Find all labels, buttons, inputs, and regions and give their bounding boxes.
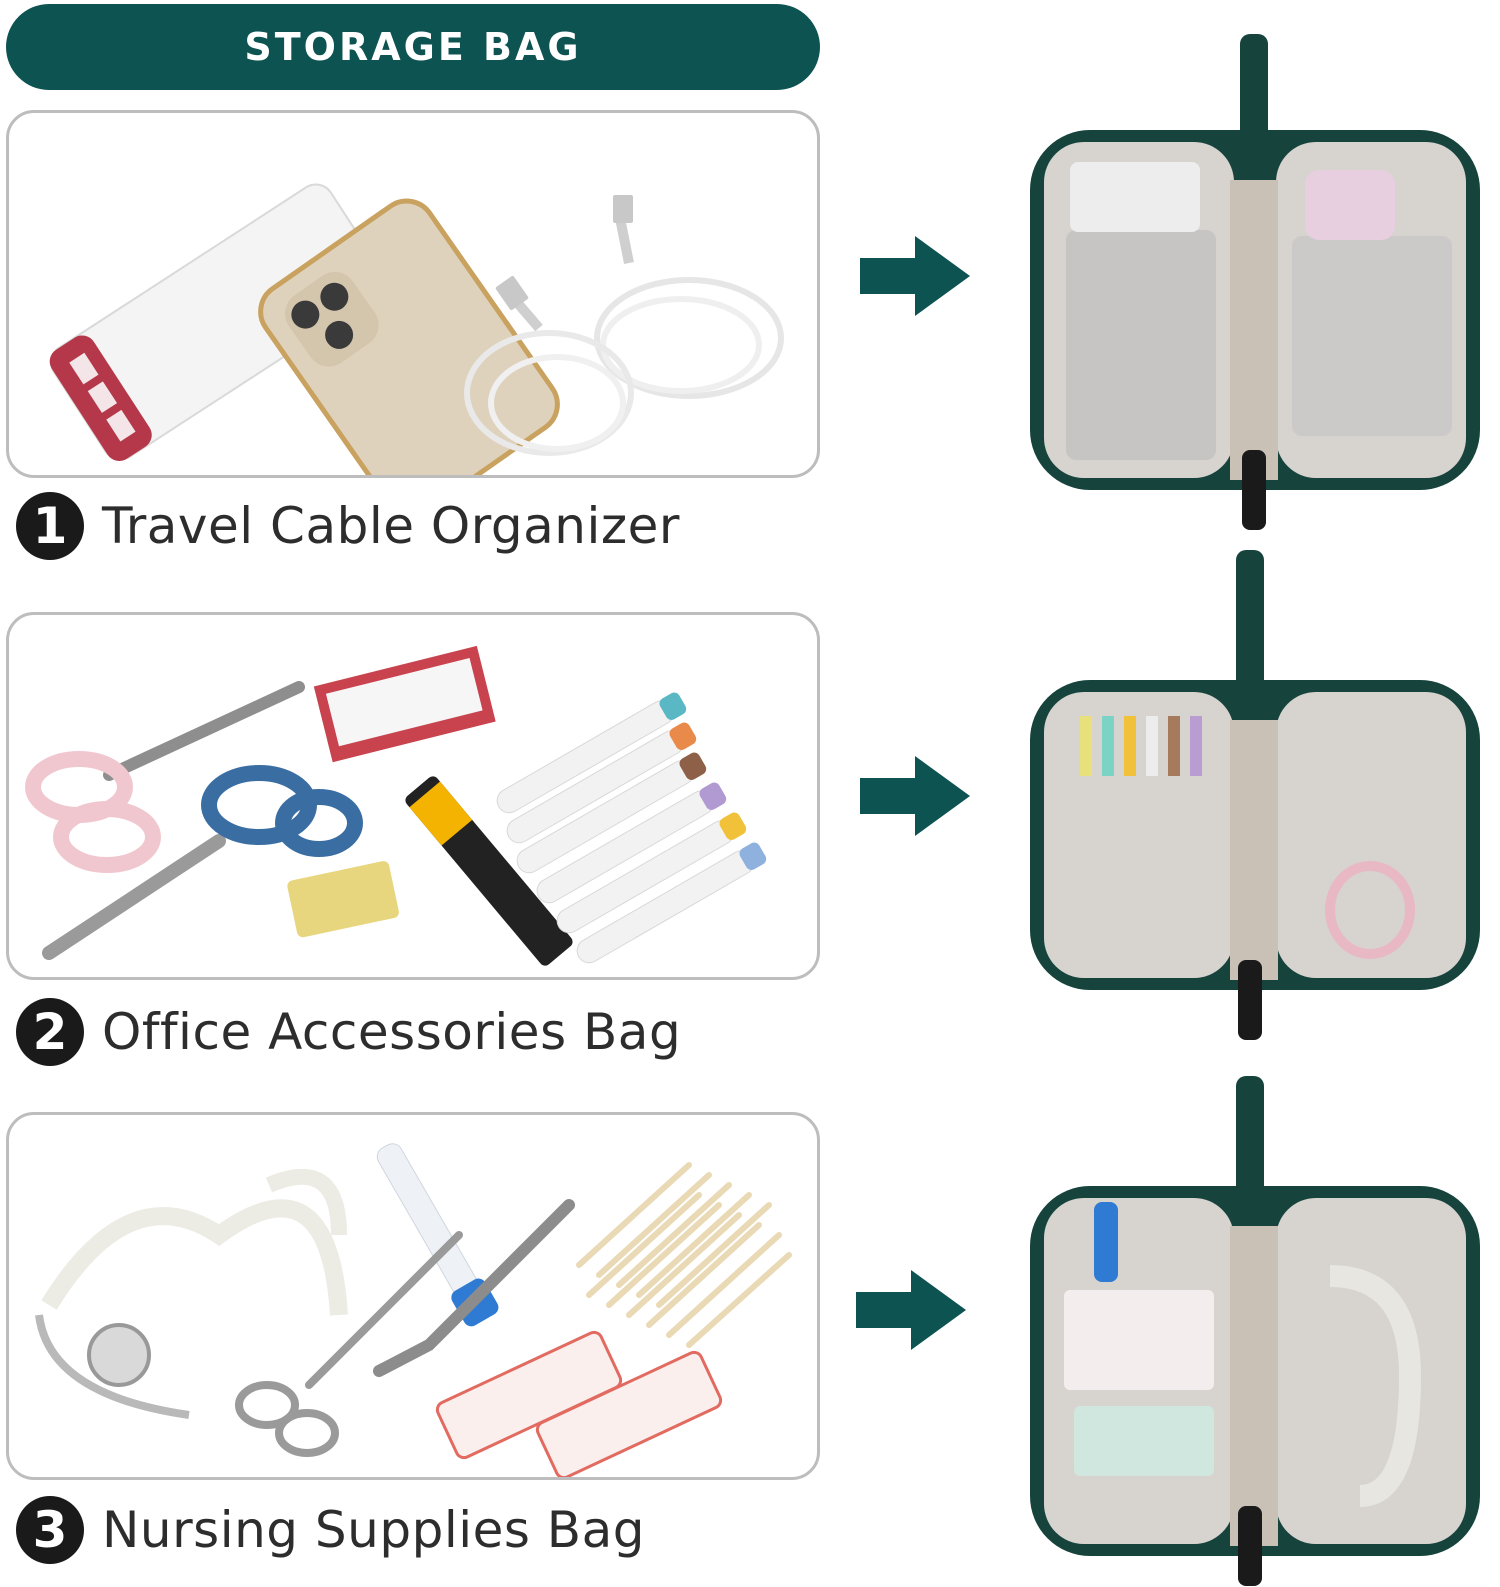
power-bank-image: [49, 183, 387, 461]
stethoscope-image: [35, 1168, 348, 1419]
item-caption-1: 1 Travel Cable Organizer: [16, 490, 680, 562]
product-card-2: [6, 612, 820, 980]
bag-photo-cable-organizer: [1030, 30, 1480, 530]
right-arrow-icon: [856, 1270, 966, 1350]
bag-photo-nursing-supplies: [1030, 1076, 1480, 1586]
item-caption-2: 2 Office Accessories Bag: [16, 996, 681, 1068]
smartphone-image: [258, 198, 560, 475]
blue-scissors-image: [42, 765, 363, 960]
product-card-1: [6, 110, 820, 478]
number-badge-3: 3: [16, 1496, 84, 1564]
header-title: STORAGE BAG: [244, 25, 582, 69]
product-card-3: [6, 1112, 820, 1480]
medical-scissors-image: [235, 1231, 463, 1457]
right-arrow-icon: [860, 756, 970, 836]
utility-knife-image: [405, 776, 573, 966]
item-label-1: Travel Cable Organizer: [102, 497, 680, 555]
bag-photo-office-accessories: [1030, 550, 1480, 1050]
number-badge-1: 1: [16, 492, 84, 560]
bandages-image: [435, 1330, 723, 1477]
cable-items-illustration: [49, 183, 784, 475]
item-caption-3: 3 Nursing Supplies Bag: [16, 1494, 645, 1566]
nursing-items-illustration: [35, 1143, 792, 1477]
pink-scissors-image: [25, 681, 305, 873]
staples-box-image: [313, 645, 496, 763]
eraser-image: [287, 861, 399, 938]
cotton-swabs-image: [576, 1162, 792, 1348]
tweezers-image: [373, 1199, 575, 1377]
item-label-2: Office Accessories Bag: [102, 1003, 682, 1061]
office-items-illustration: [25, 645, 767, 966]
right-arrow-icon: [860, 236, 970, 316]
item-label-3: Nursing Supplies Bag: [102, 1501, 645, 1559]
highlighters-image: [496, 692, 767, 964]
header-banner: STORAGE BAG: [6, 4, 820, 90]
number-badge-2: 2: [16, 998, 84, 1066]
